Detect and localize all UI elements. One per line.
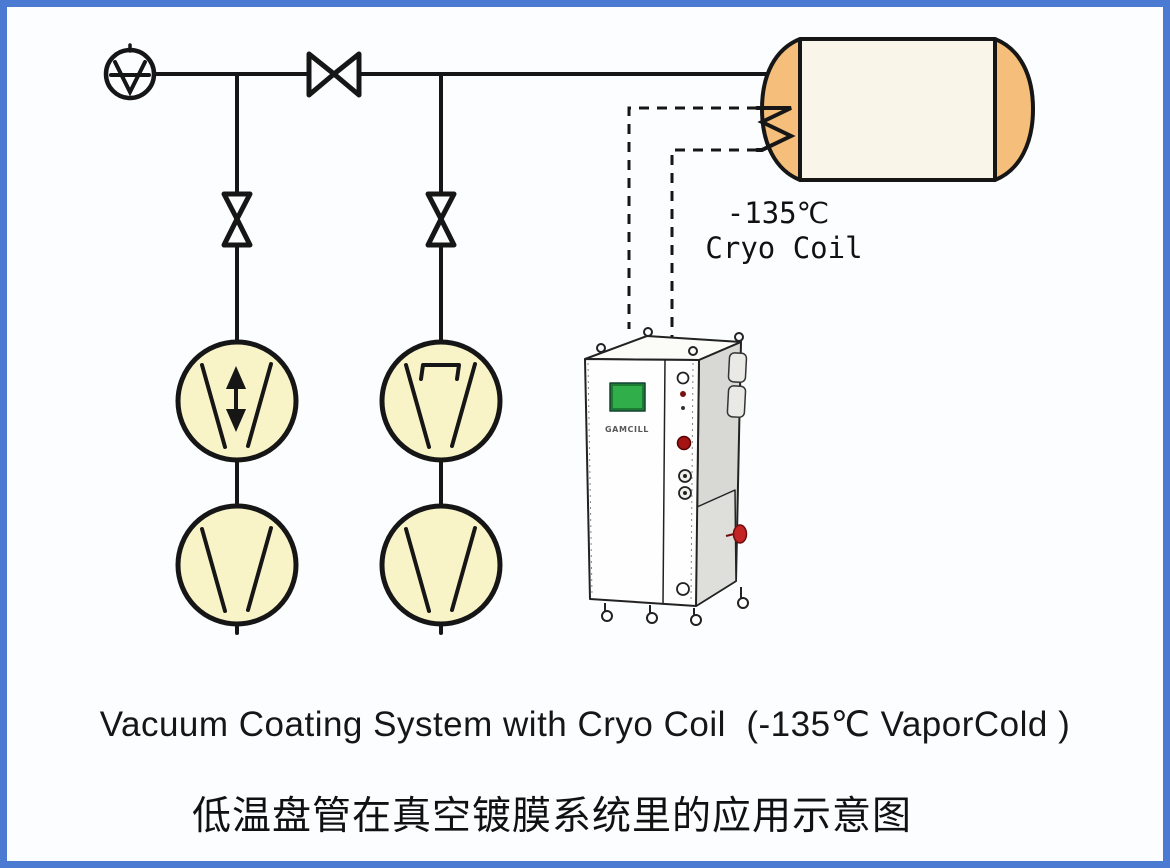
small-led-icon: [681, 406, 685, 410]
lifting-eye-icons: [596, 327, 744, 356]
red-valve-icon: [725, 524, 748, 544]
title-chinese: 低温盘管在真空镀膜系统里的应用示意图: [191, 795, 912, 838]
vacuum-chamber-tank: [760, 37, 1035, 182]
display-screen: [609, 382, 646, 412]
vacuum-system-diagram: -135℃ Cryo Coil: [103, 37, 1035, 635]
roots-pump-icon: [379, 339, 503, 463]
main-line-valve-icon: [306, 51, 362, 98]
control-strip: [676, 371, 692, 596]
left-branch-valve-icon: [221, 191, 253, 248]
chiller-unit: GAMCILL: [584, 327, 749, 626]
coil-name-label: Cryo Coil: [705, 231, 862, 265]
side-vent-icons: [726, 352, 748, 418]
right-branch-valve-icon: [425, 191, 457, 248]
refrigerant-dashed-lines: [627, 106, 757, 339]
red-led-icon: [680, 391, 686, 397]
chiller-logo-text: GAMCILL: [605, 425, 649, 434]
piston-pump-icon: [175, 339, 299, 463]
red-button-icon: [676, 435, 692, 451]
title-english: Vacuum Coating System with Cryo Coil (-1…: [99, 705, 1071, 744]
cryo-coil-icon: [755, 106, 796, 152]
vacuum-gauge-icon: [103, 43, 157, 101]
indicator-lamp-icon: [676, 371, 690, 385]
backing-pump-left-icon: [175, 503, 299, 627]
caster-wheel-icons: [601, 587, 749, 626]
port-icon: [676, 582, 690, 596]
backing-pump-right-icon: [379, 503, 503, 627]
coil-temp-label: -135℃: [727, 196, 829, 230]
